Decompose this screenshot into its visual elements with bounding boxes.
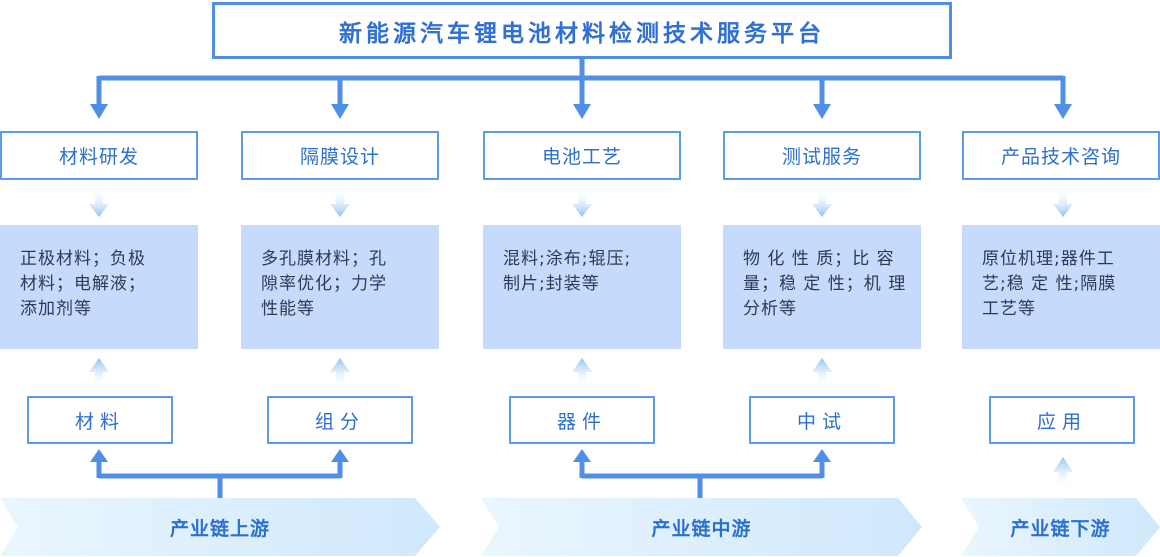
desc-line: 正极材料；负极 [20,249,146,269]
fade-down-arrows [89,188,1073,217]
chain-banner-upstream [0,498,440,556]
desc-line: 材料；电解液； [20,274,146,294]
bottom-connector [96,460,825,498]
bottom-arrowheads [90,449,831,462]
desc-testing-service: 物 化 性 质；比 容 量；稳 定 性；机 理 分析等 [723,225,921,349]
chain-banner-midstream [481,498,922,556]
desc-line: 量；稳 定 性；机 理 [743,274,907,294]
chain-banner-downstream [961,498,1160,556]
category-testing-service: 测试服务 [723,131,921,180]
source-application: 应用 [989,396,1135,444]
desc-line: 艺;稳 定 性;隔膜 [982,274,1117,294]
desc-line: 添加剂等 [20,299,92,319]
category-product-consulting: 产品技术咨询 [962,131,1160,180]
category-battery-process: 电池工艺 [483,131,681,180]
desc-line: 性能等 [261,299,315,319]
desc-line: 物 化 性 质；比 容 [743,249,895,269]
desc-materials-rd: 正极材料；负极 材料；电解液； 添加剂等 [0,225,198,349]
desc-line: 混料;涂布;辊压; [503,249,632,269]
chain-midstream-label: 产业链中游 [651,517,752,540]
fade-up-arrows [89,358,1073,488]
top-arrowheads [90,104,1072,119]
desc-line: 隙率优化；力学 [261,274,387,294]
desc-line: 制片;封装等 [503,274,600,294]
source-components: 组分 [267,396,413,444]
desc-line: 多孔膜材料；孔 [261,249,387,269]
category-separator-design: 隔膜设计 [241,131,439,180]
source-devices: 器件 [509,396,655,444]
chain-upstream-label: 产业链上游 [169,517,270,540]
desc-battery-process: 混料;涂布;辊压; 制片;封装等 [483,225,681,349]
desc-product-consulting: 原位机理;器件工 艺;稳 定 性;隔膜 工艺等 [962,225,1160,349]
desc-line: 工艺等 [982,299,1036,319]
category-materials-rd: 材料研发 [0,131,198,180]
desc-line: 分析等 [743,299,797,319]
desc-line: 原位机理;器件工 [982,249,1115,269]
platform-title: 新能源汽车锂电池材料检测技术服务平台 [212,2,952,59]
source-materials: 材料 [27,396,173,444]
top-connector [96,59,1066,105]
chain-downstream-label: 产业链下游 [1010,517,1111,540]
desc-separator-design: 多孔膜材料；孔 隙率优化；力学 性能等 [241,225,439,349]
source-pilot-test: 中试 [749,396,895,444]
